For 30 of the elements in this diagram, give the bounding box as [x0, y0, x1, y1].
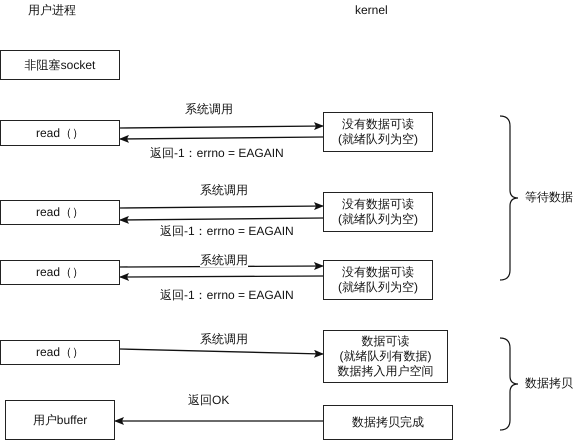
brace-label: 数据拷贝: [525, 376, 573, 390]
edge-label: 系统调用: [200, 183, 248, 197]
edge-label: 系统调用: [200, 253, 248, 267]
process-box: read（）: [0, 260, 120, 285]
process-box: read（）: [0, 340, 120, 365]
column-heading: kernel: [355, 3, 388, 17]
process-box: 没有数据可读 (就绪队列为空): [323, 260, 433, 300]
process-box: 用户buffer: [5, 400, 115, 440]
column-heading: 用户进程: [28, 3, 76, 17]
edge-label: 返回-1：errno = EAGAIN: [150, 146, 284, 160]
process-box: 数据可读 (就绪队列有数据) 数据拷入用户空间: [323, 330, 448, 383]
edge-label: 系统调用: [200, 332, 248, 346]
edge-label: 系统调用: [185, 102, 233, 116]
arrow: [119, 216, 323, 224]
process-box: 非阻塞socket: [0, 50, 120, 80]
arrow: [119, 272, 323, 281]
process-box: read（）: [0, 200, 120, 225]
process-box: read（）: [0, 120, 120, 146]
process-box: 没有数据可读 (就绪队列为空): [323, 192, 433, 232]
edge-label: 返回-1：errno = EAGAIN: [160, 224, 294, 238]
arrow: [119, 134, 323, 143]
edge-label: 返回OK: [188, 393, 230, 407]
edge-label: 返回-1：errno = EAGAIN: [160, 288, 294, 302]
brace-label: 等待数据: [525, 190, 573, 204]
arrow: [120, 348, 324, 358]
arrow: [120, 122, 324, 130]
arrow: [114, 417, 323, 425]
process-box: 没有数据可读 (就绪队列为空): [323, 112, 433, 152]
arrow: [120, 202, 324, 210]
process-box: 数据拷贝完成: [323, 405, 453, 440]
